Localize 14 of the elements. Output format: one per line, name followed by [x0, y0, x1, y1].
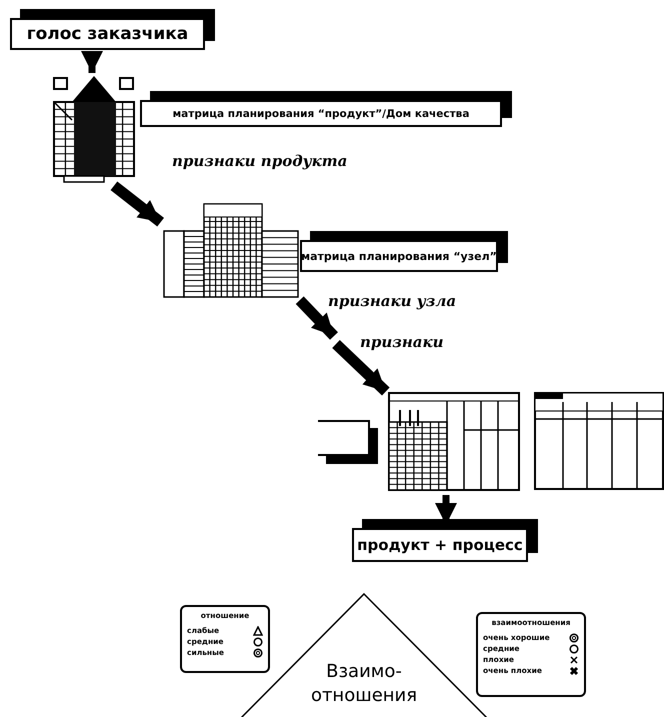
edge-label: признаки узла	[328, 292, 456, 310]
legend-box	[180, 605, 270, 673]
arrow	[110, 182, 164, 226]
legend-box	[476, 612, 586, 697]
matrix-drawing	[50, 76, 138, 184]
matrix-drawing	[163, 203, 299, 298]
triangle-label: Взаимо- отношения	[310, 660, 418, 708]
edge-label: признаки продукта	[172, 152, 348, 170]
matrix-drawing	[388, 392, 520, 492]
matrix-drawing	[534, 392, 664, 492]
arrow	[81, 51, 103, 73]
arrow	[296, 296, 338, 340]
arrow	[332, 340, 390, 396]
edge-label: признаки	[360, 333, 444, 351]
